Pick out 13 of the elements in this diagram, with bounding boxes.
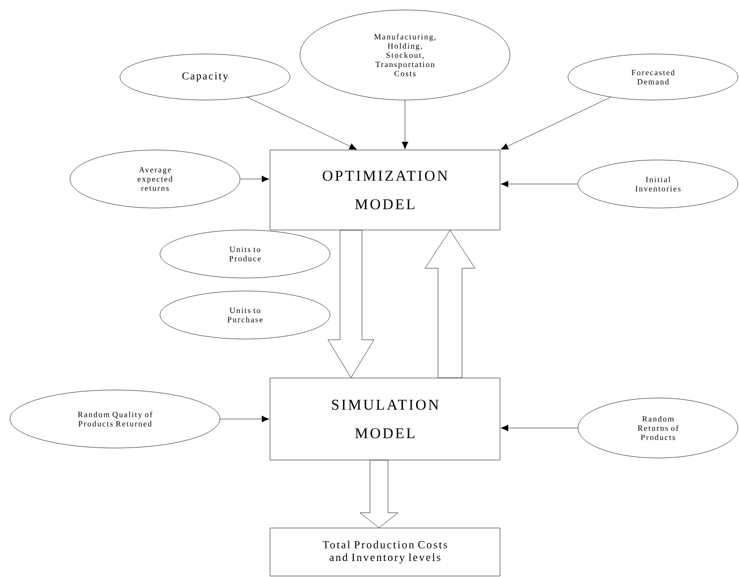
- block-arrow: [424, 230, 476, 378]
- arrow: [246, 96, 357, 150]
- model-box: OPTIMIZATION MODEL: [270, 150, 500, 230]
- model-box: SIMULATION MODEL: [270, 378, 500, 460]
- arrow: [500, 96, 611, 150]
- arrow: [220, 416, 270, 422]
- arrow: [500, 180, 578, 188]
- result-box: Total Production Costs and Inventory levels: [270, 528, 500, 576]
- arrow: [402, 100, 408, 150]
- block-arrow: [328, 230, 374, 378]
- arrow: [240, 176, 270, 182]
- arrow: [500, 424, 578, 432]
- block-arrow: [360, 460, 398, 528]
